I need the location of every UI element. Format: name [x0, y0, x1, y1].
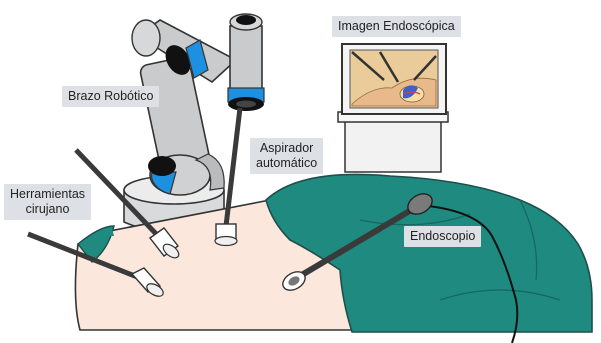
label-endoscopio: Endoscopio [404, 226, 481, 247]
label-aspirador-line2: automático [256, 156, 317, 170]
monitor-cart [338, 112, 448, 172]
label-herramientas-line1: Herramientas [10, 187, 85, 201]
label-imagen-endoscopica: Imagen Endoscópica [332, 16, 461, 37]
label-brazo-robotico: Brazo Robótico [62, 86, 159, 107]
label-herramientas-cirujano: Herramientas cirujano [4, 184, 91, 220]
label-aspirador-line1: Aspirador [260, 141, 314, 155]
endoscopic-monitor [342, 44, 446, 114]
label-aspirador-automatico: Aspirador automático [250, 138, 323, 174]
label-herramientas-line2: cirujano [26, 202, 70, 216]
